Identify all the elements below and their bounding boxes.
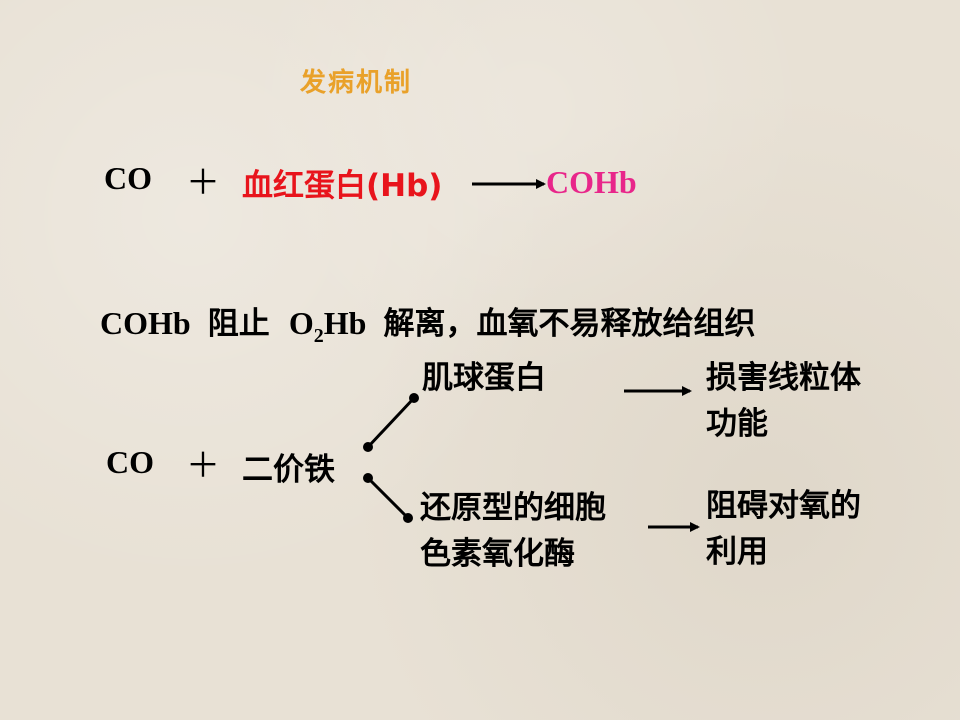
eq1-reactant-hb-text: 血红蛋白(Hb) [242, 168, 443, 204]
branch-bottom-end-dot [403, 513, 413, 523]
eq1-reactant-co: CO [104, 160, 152, 196]
eq2-plus: ＋ [186, 446, 220, 486]
branch-top-result-line2: 功能 [706, 406, 768, 442]
branch-bottom-label-line1: 还原型的细胞 [420, 490, 606, 526]
eq1-product: COHb [546, 164, 637, 200]
statement-block: 阻止 [207, 306, 270, 342]
statement-o2hb: O2Hb [288, 305, 367, 347]
eq1-reactant-hb: 血红蛋白(Hb) [242, 160, 442, 205]
branch-top-line [366, 396, 416, 449]
eq1-plus: ＋ [186, 163, 220, 203]
eq2-reactant-co: CO [106, 444, 154, 480]
branch-top-result-line1: 损害线粒体 [706, 360, 861, 396]
branch-bottom-line [366, 476, 410, 520]
slide-title: 发病机制 [300, 68, 413, 98]
statement-cohb: COHb [100, 305, 191, 341]
branch-bottom-result-line2: 利用 [706, 534, 768, 570]
statement-o: O [288, 305, 314, 341]
branch-bottom-result-line1: 阻碍对氧的 [706, 488, 861, 524]
statement-line: COHb 阻止 O2Hb 解离，血氧不易释放给组织 [100, 298, 756, 348]
branch-bottom-start-dot [363, 473, 373, 483]
branch-top-start-dot [363, 442, 373, 452]
branch-top-label: 肌球蛋白 [422, 360, 546, 396]
statement-hb: Hb [323, 305, 367, 341]
branch-bottom-label-line2: 色素氧化酶 [420, 536, 575, 572]
statement-sub2: 2 [313, 325, 324, 347]
eq2-ferrous-iron: 二价铁 [242, 452, 335, 488]
statement-rest: 解离，血氧不易释放给组织 [383, 306, 756, 342]
branch-top-end-dot [409, 393, 419, 403]
